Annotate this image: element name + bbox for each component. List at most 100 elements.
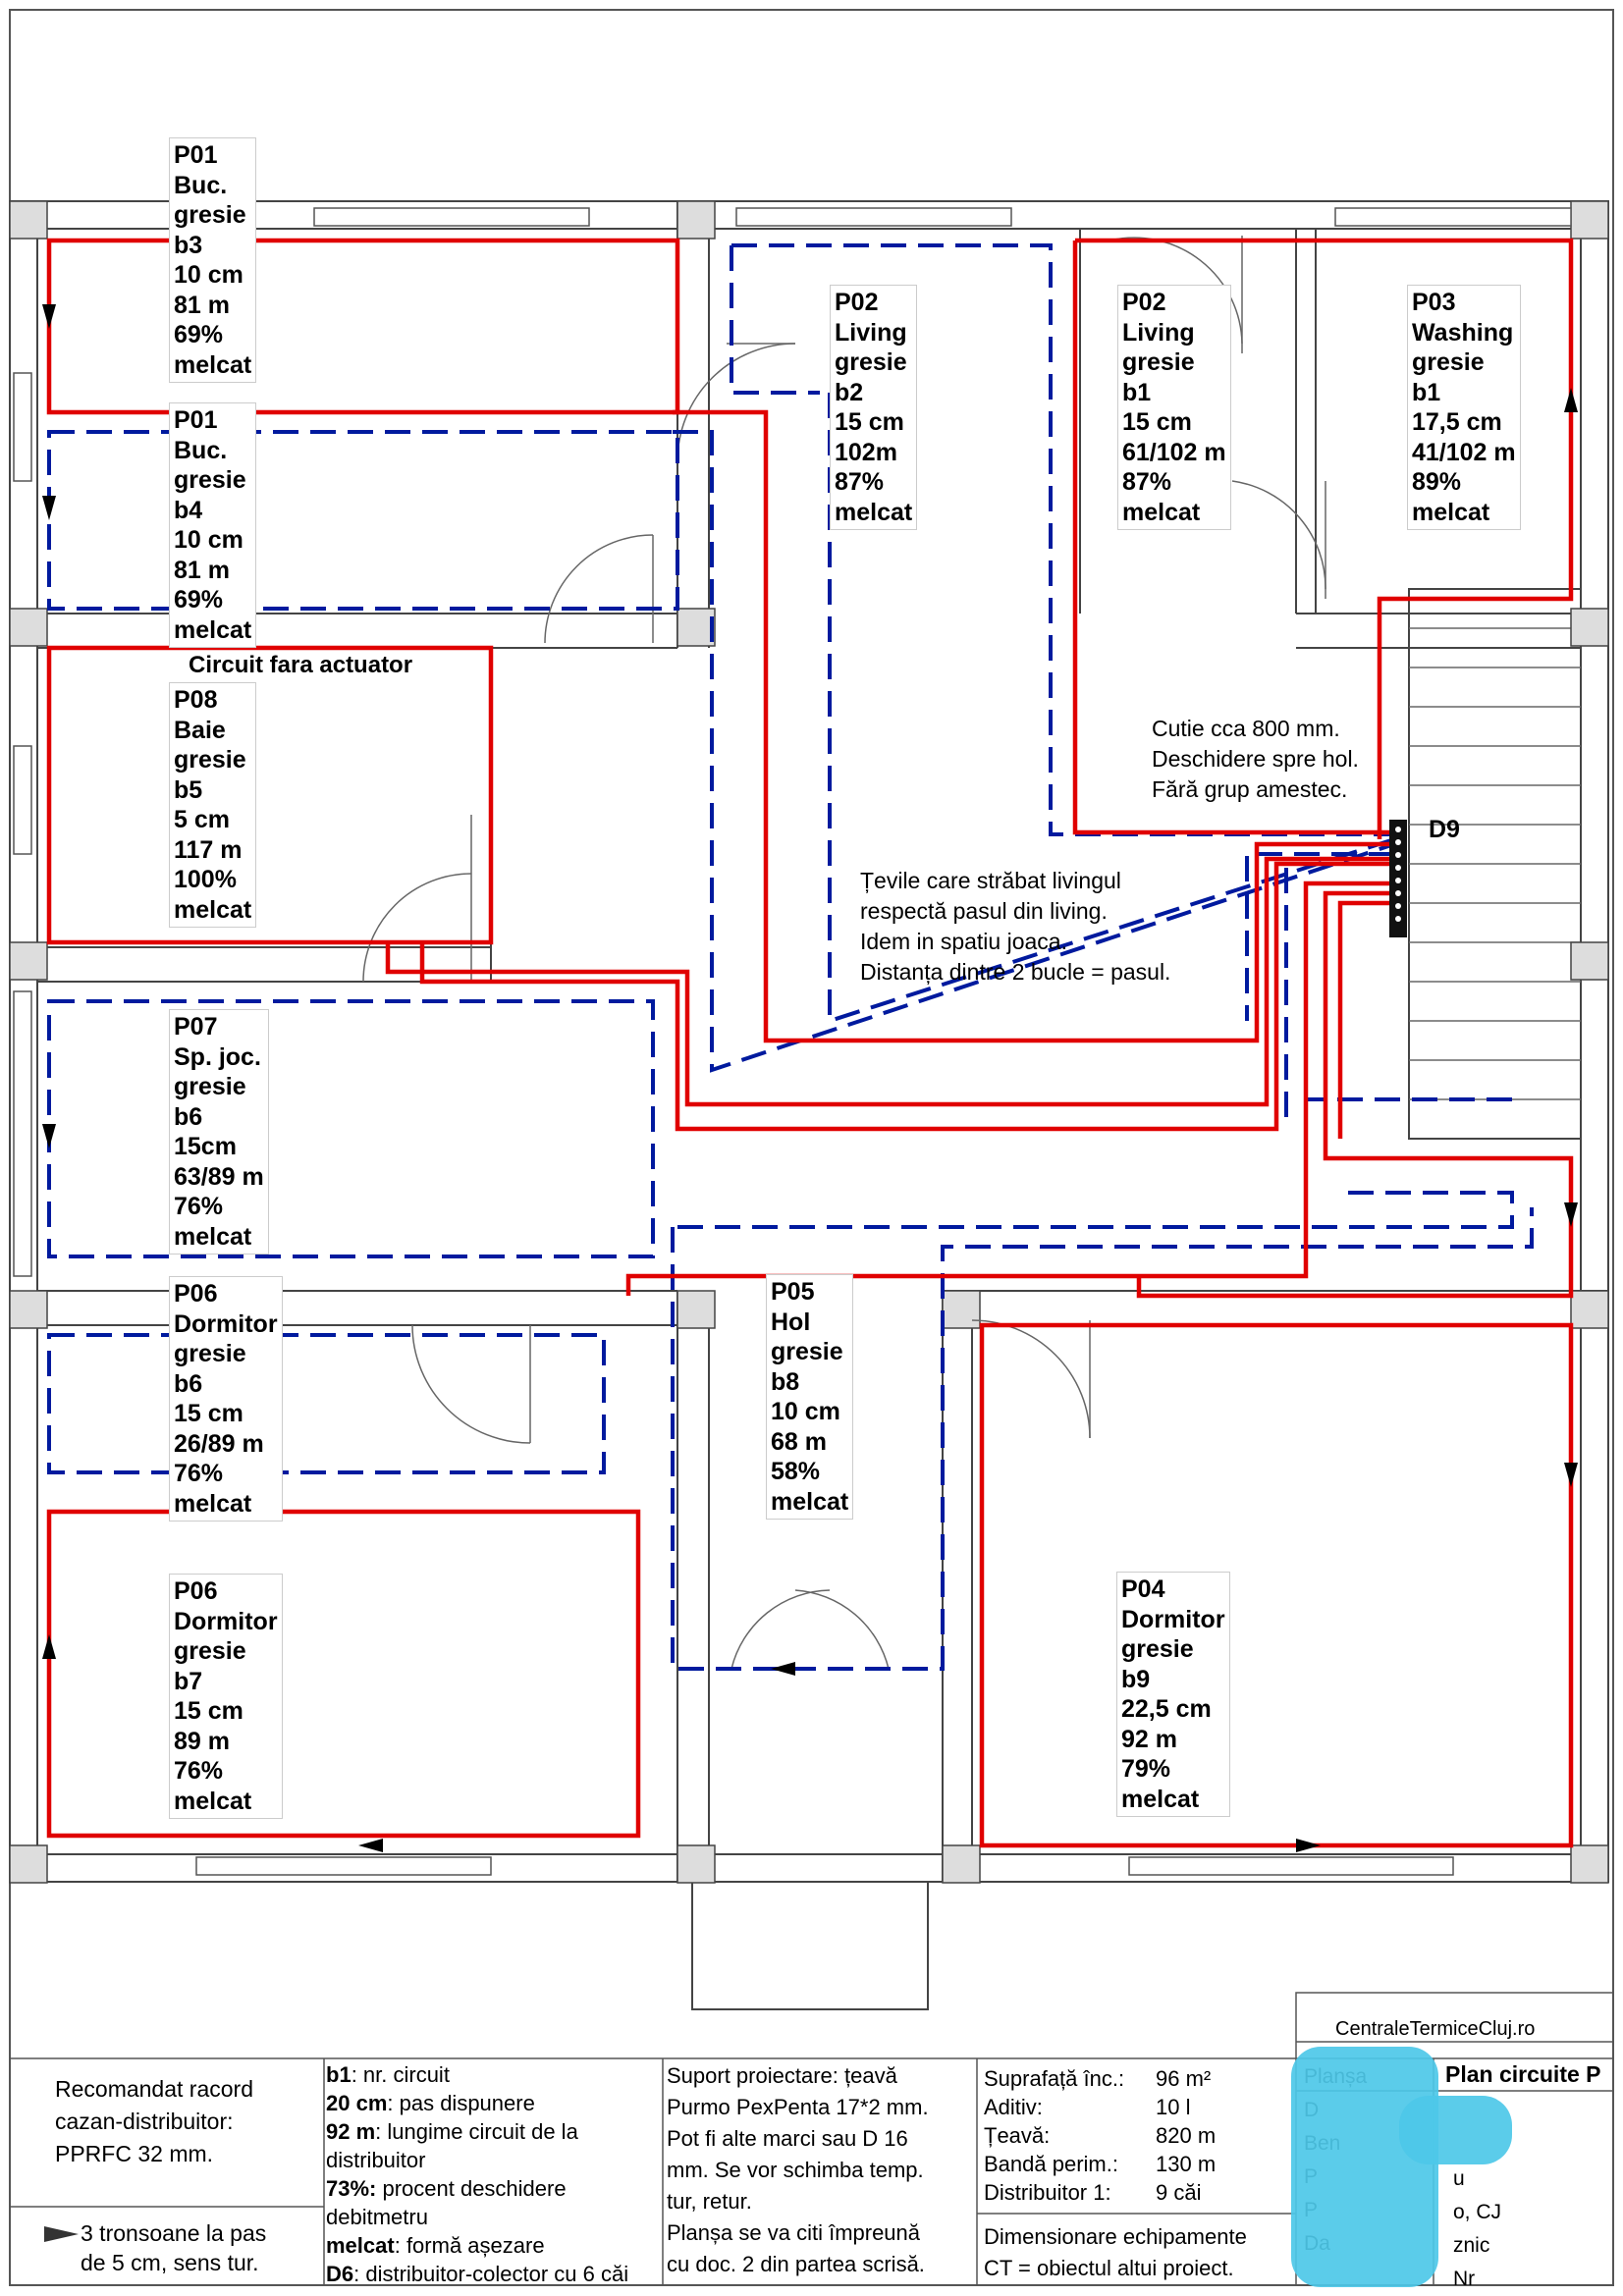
arrow-icon xyxy=(42,1634,56,1659)
room-label-line: Living xyxy=(835,318,907,347)
room-label-line: P04 xyxy=(1121,1575,1165,1603)
room-label-line: melcat xyxy=(174,615,252,644)
room-label-line: melcat xyxy=(174,895,252,924)
definition-row: melcat: formă așezare xyxy=(326,2231,628,2260)
room-label-line: P05 xyxy=(771,1278,815,1306)
room-label-line: 61/102 m xyxy=(1122,438,1226,466)
room-label-line: gresie xyxy=(174,746,246,774)
wall-pillars xyxy=(9,200,1609,1884)
spec-value: 96 m² xyxy=(1156,2066,1212,2091)
room-label-line: gresie xyxy=(1122,348,1195,376)
room-label-line: 5 cm xyxy=(174,806,230,833)
room-label-line: 87% xyxy=(1122,468,1172,496)
brand: CentraleTermiceCluj.ro xyxy=(1335,2018,1536,2040)
room-label-line: Washing xyxy=(1412,318,1514,347)
arrow-note-line: 3 tronsoane la pas xyxy=(81,2220,267,2246)
room-label-line: melcat xyxy=(1412,498,1490,526)
room-label-line: gresie xyxy=(174,466,246,494)
support-line: Pot fi alte marci sau D 16 xyxy=(667,2126,908,2151)
spec-value: 820 m xyxy=(1156,2123,1217,2148)
definition-value: : distribuitor-colector cu 6 căi xyxy=(353,2262,629,2286)
definition-value: : pas dispunere xyxy=(387,2091,535,2115)
definition-row: D6: distribuitor-colector cu 6 căi xyxy=(326,2260,628,2288)
room-label-line: 89% xyxy=(1412,468,1462,496)
spec-value: 130 m xyxy=(1156,2152,1217,2176)
room-label-line: 81 m xyxy=(174,556,230,584)
title-block-cell: u xyxy=(1453,2167,1465,2190)
box-note-line: Cutie cca 800 mm. xyxy=(1152,716,1340,741)
room-label-line: b7 xyxy=(174,1667,203,1695)
room-label-line: gresie xyxy=(174,201,246,229)
support-line: mm. Se vor schimba temp. xyxy=(667,2158,924,2182)
room-label-line: P06 xyxy=(174,1280,218,1308)
definition-key: b1 xyxy=(326,2062,352,2087)
definition-row: distribuitor xyxy=(326,2146,628,2174)
room-label-line: b3 xyxy=(174,231,203,259)
room-label-line: gresie xyxy=(835,348,907,376)
room-label-line: gresie xyxy=(174,1073,246,1100)
room-label-line: P02 xyxy=(835,289,879,316)
distributor-ports xyxy=(1395,827,1401,922)
room-label-line: 15cm xyxy=(174,1133,237,1160)
room-label-line: 76% xyxy=(174,1460,224,1487)
recommend-line: cazan-distribuitor: xyxy=(55,2109,234,2134)
support-note: Suport proiectare: țeavă Purmo PexPenta … xyxy=(667,2060,929,2280)
spec-row: Suprafață înc.: 96 m² xyxy=(984,2064,1216,2093)
box-note-line: Fără grup amestec. xyxy=(1152,776,1348,802)
room-label-line: melcat xyxy=(174,350,252,379)
spec-row: Bandă perim.: 130 m xyxy=(984,2150,1216,2178)
room-label-line: 69% xyxy=(174,321,224,348)
spec-value: 10 l xyxy=(1156,2095,1191,2119)
definition-row: 92 m: lungime circuit de la xyxy=(326,2117,628,2146)
support-line: cu doc. 2 din partea scrisă. xyxy=(667,2252,925,2276)
room-label-line: Sp. joc. xyxy=(174,1042,261,1071)
room-label-line: Baie xyxy=(174,716,226,744)
recommend-line: Recomandat racord xyxy=(55,2076,253,2102)
title-block-cell: o, CJ xyxy=(1453,2201,1502,2223)
room-label-line: 22,5 cm xyxy=(1121,1695,1212,1723)
room-label-line: Dormitor xyxy=(1121,1605,1225,1633)
room-label-line: gresie xyxy=(1121,1635,1194,1663)
definition-value: : formă așezare xyxy=(394,2233,545,2258)
room-label-line: melcat xyxy=(835,498,913,526)
room-label-line: P03 xyxy=(1412,289,1456,316)
doors xyxy=(362,236,1326,1670)
room-label-line: 15 cm xyxy=(1122,408,1192,436)
room-label-line: 76% xyxy=(174,1757,224,1785)
room-label-line: 89 m xyxy=(174,1727,230,1755)
spec-row: Aditiv:10 l xyxy=(984,2093,1216,2121)
spec-key: Suprafață înc.: xyxy=(984,2066,1125,2091)
room-label-line: b1 xyxy=(1122,378,1152,406)
room-label-line: melcat xyxy=(174,1222,252,1251)
arrow-icon xyxy=(44,2226,79,2242)
room-label-line: gresie xyxy=(174,1340,246,1367)
box-note-line: Deschidere spre hol. xyxy=(1152,746,1359,772)
room-label-line: 15 cm xyxy=(835,408,904,436)
room-label-line: 10 cm xyxy=(174,526,243,554)
room-label-line: melcat xyxy=(1122,498,1201,526)
room-label-line: 100% xyxy=(174,866,237,893)
supply-pipes xyxy=(46,238,1574,1848)
recommend-line: PPRFC 32 mm. xyxy=(55,2141,214,2166)
room-label-line: 68 m xyxy=(771,1427,827,1456)
spec-row: Țeavă:820 m xyxy=(984,2121,1216,2150)
definition-row: 73%: procent deschidere xyxy=(326,2174,628,2203)
room-label-line: P01 xyxy=(174,406,218,434)
box-note: Cutie cca 800 mm. Deschidere spre hol. F… xyxy=(1152,714,1359,805)
pipe-note-line: Țevile care străbat livingul xyxy=(860,868,1121,893)
room-label-line: 117 m xyxy=(174,835,243,864)
room-label-line: Hol xyxy=(771,1308,811,1336)
definition-value: debitmetru xyxy=(326,2205,428,2229)
pipe-note: Țevile care străbat livingul respectă pa… xyxy=(860,866,1170,988)
definition-row: debitmetru xyxy=(326,2203,628,2231)
room-label-line: 79% xyxy=(1121,1755,1171,1783)
arrow-note-line: de 5 cm, sens tur. xyxy=(81,2250,259,2275)
spec-key: Distribuitor 1: xyxy=(984,2180,1111,2205)
spec-key: Bandă perim.: xyxy=(984,2152,1118,2176)
room-label-line: P06 xyxy=(174,1577,218,1605)
